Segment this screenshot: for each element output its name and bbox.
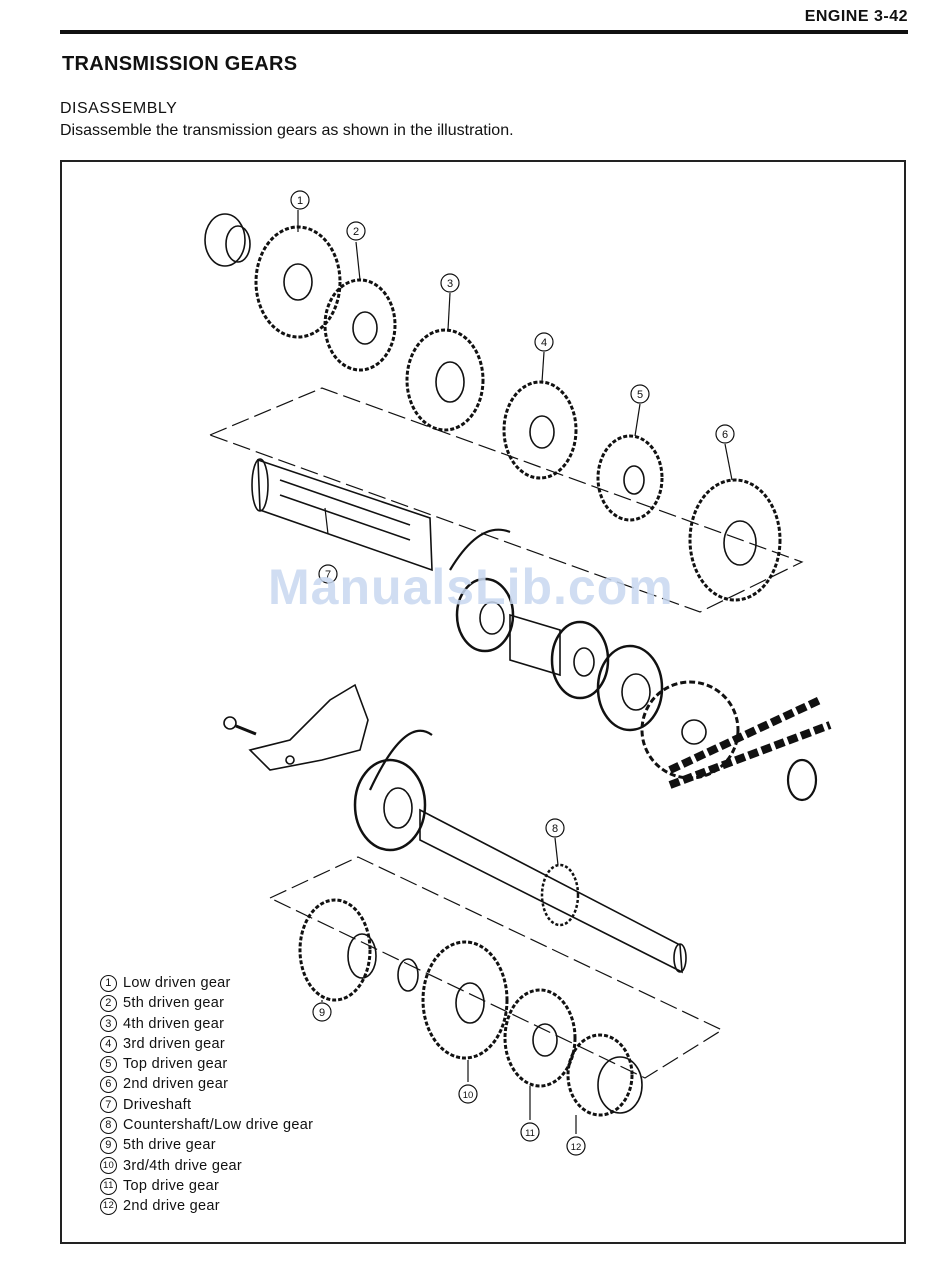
callout-9: 9 bbox=[312, 1002, 332, 1022]
gear-6-shape bbox=[688, 478, 782, 602]
driveshaft-plane bbox=[208, 387, 804, 613]
bearing-retainer bbox=[248, 683, 369, 771]
countershaft-bearing bbox=[353, 758, 427, 852]
svg-text:4: 4 bbox=[541, 337, 547, 349]
svg-text:6: 6 bbox=[722, 429, 728, 441]
callout-3: 3 bbox=[440, 273, 460, 293]
spacer bbox=[550, 620, 610, 700]
callout-4: 4 bbox=[534, 332, 554, 352]
callout-1: 1 bbox=[290, 190, 310, 210]
drive-chain bbox=[668, 696, 832, 789]
svg-text:8: 8 bbox=[552, 823, 558, 835]
callout-11: 11 bbox=[520, 1122, 540, 1142]
callout-10: 10 bbox=[458, 1084, 478, 1104]
callout-7: 7 bbox=[318, 564, 338, 584]
svg-text:7: 7 bbox=[325, 569, 331, 581]
circlip-upper bbox=[449, 528, 511, 571]
circlip-right bbox=[786, 758, 818, 802]
svg-text:5: 5 bbox=[637, 389, 643, 401]
gear-10-shape bbox=[421, 940, 509, 1060]
circlip-lower bbox=[369, 729, 433, 791]
svg-text:1: 1 bbox=[297, 195, 303, 207]
collar bbox=[509, 613, 561, 677]
callout-12: 12 bbox=[566, 1136, 586, 1156]
gear-11-shape bbox=[503, 988, 577, 1088]
page-title: TRANSMISSION GEARS bbox=[62, 53, 298, 75]
gear-5-shape bbox=[596, 434, 664, 522]
driveshaft-shape bbox=[251, 458, 433, 572]
callout-6: 6 bbox=[715, 424, 735, 444]
driveshaft-bearing bbox=[455, 577, 515, 653]
svg-text:10: 10 bbox=[463, 1090, 474, 1101]
gear-9-shape bbox=[298, 898, 377, 1002]
section-subtitle: DISASSEMBLY bbox=[60, 100, 178, 117]
exploded-gear-illustration: 1 2 3 4 5 6 7 8 9 10 11 12 bbox=[204, 190, 832, 1156]
callout-5: 5 bbox=[630, 384, 650, 404]
washer-lower bbox=[397, 958, 419, 992]
oil-seal bbox=[596, 644, 664, 732]
svg-text:12: 12 bbox=[571, 1142, 582, 1153]
countershaft-shape bbox=[419, 808, 687, 974]
gear-2-shape bbox=[323, 278, 397, 372]
section-description: Disassemble the transmission gears as sh… bbox=[60, 122, 514, 139]
svg-text:2: 2 bbox=[353, 226, 359, 238]
header-rule bbox=[60, 30, 908, 34]
gear-3-shape bbox=[405, 328, 485, 432]
gear-1-shape bbox=[254, 225, 342, 339]
svg-text:3: 3 bbox=[447, 278, 453, 290]
callout-8: 8 bbox=[545, 818, 565, 838]
callout-2: 2 bbox=[346, 221, 366, 241]
svg-text:11: 11 bbox=[525, 1128, 535, 1139]
countershaft-plane bbox=[268, 856, 724, 1079]
gear-4-shape bbox=[502, 380, 578, 480]
retainer-screw bbox=[223, 716, 257, 736]
bearing-top bbox=[204, 213, 251, 267]
gear-12-shape bbox=[566, 1033, 643, 1117]
svg-text:9: 9 bbox=[319, 1007, 325, 1019]
page-header-section: ENGINE 3-42 bbox=[804, 8, 908, 25]
illustration-frame bbox=[60, 160, 906, 1244]
